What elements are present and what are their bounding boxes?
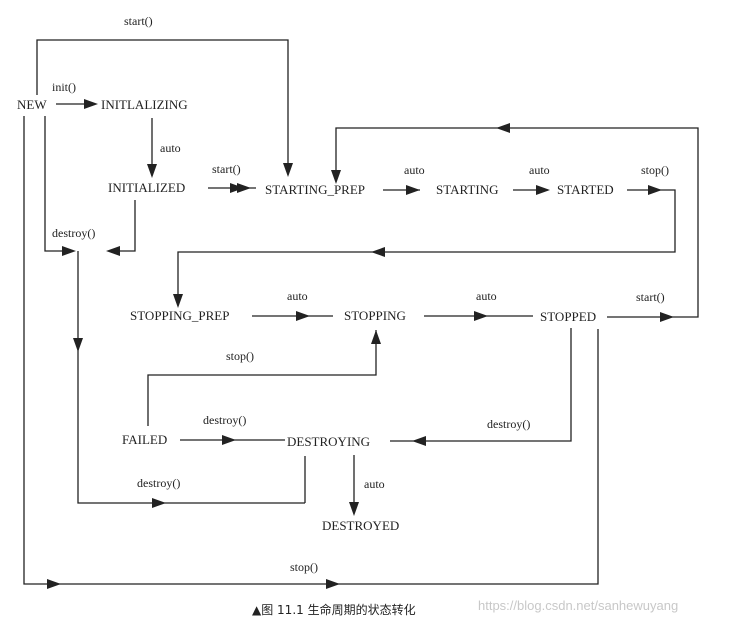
label-destroy-path: destroy() xyxy=(137,476,180,490)
label-initialized-start: start() xyxy=(212,162,241,176)
edge-new-destroy-line xyxy=(44,116,70,252)
label-new-stop: stop() xyxy=(290,560,318,574)
arrowhead xyxy=(371,330,381,344)
state-destroyed: DESTROYED xyxy=(322,518,399,533)
label-started-stop: stop() xyxy=(641,163,669,177)
state-stopping-prep: STOPPING_PREP xyxy=(130,308,229,323)
arrowhead xyxy=(237,183,251,193)
edge-initialized-destroy-line xyxy=(112,200,136,252)
state-starting: STARTING xyxy=(436,182,498,197)
label-stopping-auto: auto xyxy=(476,289,497,303)
edge-new-start-line xyxy=(36,39,289,166)
label-destroying-auto: auto xyxy=(364,477,385,491)
label-startingprep-auto: auto xyxy=(404,163,425,177)
arrowhead xyxy=(84,99,98,109)
caption-marker: ▲ xyxy=(252,603,262,617)
state-initialized: INITIALIZED xyxy=(108,180,185,195)
edge-new-stop-line xyxy=(23,116,599,585)
arrowhead xyxy=(412,436,426,446)
label-failed-destroy: destroy() xyxy=(203,413,246,427)
label-stopped-destroy: destroy() xyxy=(487,417,530,431)
arrowhead xyxy=(173,294,183,308)
state-initializing: INITLALIZING xyxy=(101,97,188,112)
arrowhead xyxy=(47,579,61,589)
arrowhead xyxy=(222,435,236,445)
edge-destroy-junction-line xyxy=(77,251,158,504)
arrowhead xyxy=(62,246,76,256)
arrowhead xyxy=(474,311,488,321)
label-destroy-junction: destroy() xyxy=(52,226,95,240)
label-stoppingprep-auto: auto xyxy=(287,289,308,303)
arrowhead xyxy=(73,338,83,352)
arrowhead xyxy=(296,311,310,321)
arrowhead xyxy=(536,185,550,195)
edge-started-stop-line xyxy=(177,189,676,300)
arrowhead xyxy=(660,312,674,322)
state-destroying: DESTROYING xyxy=(287,434,370,449)
label-starting-auto: auto xyxy=(529,163,550,177)
caption-text: 图 11.1 生命周期的状态转化 xyxy=(261,603,416,617)
arrowhead xyxy=(152,498,166,508)
edge-failed-stop-line xyxy=(147,330,377,426)
state-started: STARTED xyxy=(557,182,614,197)
label-stopped-start: start() xyxy=(636,290,665,304)
arrowhead xyxy=(496,123,510,133)
label-new-start: start() xyxy=(124,14,153,28)
arrowhead xyxy=(283,163,293,177)
label-failed-stop: stop() xyxy=(226,349,254,363)
state-stopping: STOPPING xyxy=(344,308,406,323)
arrowhead xyxy=(406,185,420,195)
edge-stopped-start-line xyxy=(335,127,699,318)
arrowhead xyxy=(648,185,662,195)
arrowhead xyxy=(326,579,340,589)
edge-stopped-destroy-line xyxy=(390,328,572,442)
figure-caption: ▲图 11.1 生命周期的状态转化 xyxy=(252,601,416,618)
arrowhead xyxy=(147,164,157,178)
label-new-init: init() xyxy=(52,80,76,94)
state-starting-prep: STARTING_PREP xyxy=(265,182,365,197)
watermark: https://blog.csdn.net/sanhewuyang xyxy=(478,598,679,613)
arrowhead xyxy=(331,170,341,184)
arrowhead xyxy=(349,502,359,516)
state-failed: FAILED xyxy=(122,432,167,447)
arrowhead xyxy=(106,246,120,256)
label-initializing-auto: auto xyxy=(160,141,181,155)
arrowhead xyxy=(371,247,385,257)
state-new: NEW xyxy=(17,97,47,112)
state-stopped: STOPPED xyxy=(540,309,596,324)
